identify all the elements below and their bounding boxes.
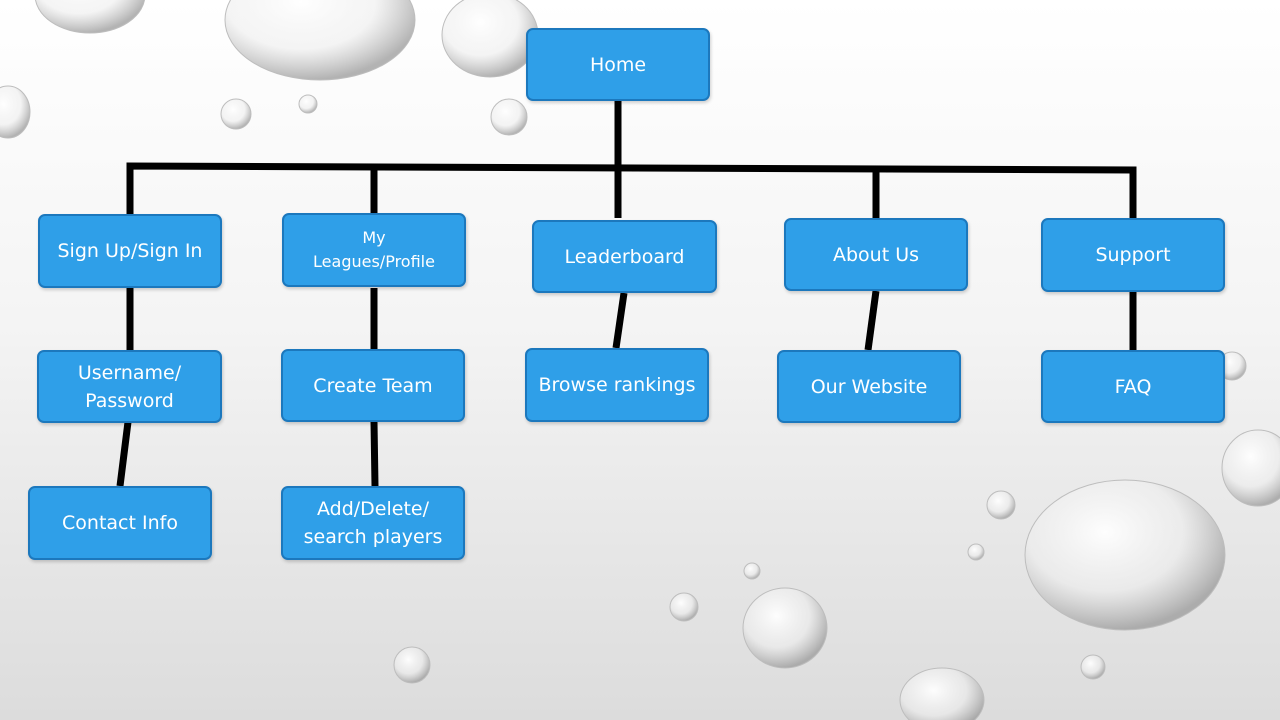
node-faq: FAQ	[1041, 350, 1225, 423]
node-add-delete-search-players: Add/Delete/ search players	[281, 486, 465, 560]
node-about-us: About Us	[784, 218, 968, 291]
node-browse-rankings: Browse rankings	[525, 348, 709, 422]
node-my-leagues-profile: My Leagues/Profile	[282, 213, 466, 287]
node-sign-up-sign-in: Sign Up/Sign In	[38, 214, 222, 288]
node-username-password: Username/ Password	[37, 350, 222, 423]
node-our-website: Our Website	[777, 350, 961, 423]
node-home: Home	[526, 28, 710, 101]
node-contact-info: Contact Info	[28, 486, 212, 560]
connector-lines	[116, 100, 1137, 487]
node-support: Support	[1041, 218, 1225, 292]
node-leaderboard: Leaderboard	[532, 220, 717, 293]
node-create-team: Create Team	[281, 349, 465, 422]
